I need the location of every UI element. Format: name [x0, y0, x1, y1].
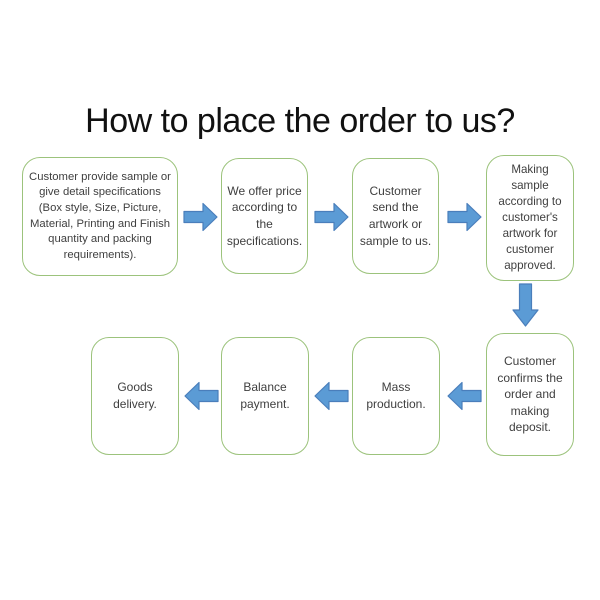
flow-step-2-label: We offer price according to the specific… [226, 183, 303, 248]
arrow-left-2-icon [314, 381, 349, 411]
flow-step-5-label: Customer confirms the order and making d… [497, 354, 563, 435]
arrow-left-3-icon [184, 381, 219, 411]
arrow-down-icon [512, 283, 539, 327]
arrow-left-1-icon [447, 381, 482, 411]
flow-step-1-label: Customer provide sample or give detail s… [29, 170, 171, 261]
flow-step-5-confirm-order: Customer confirms the order and making d… [486, 333, 574, 456]
flow-step-4-label: Making sample according to customer's ar… [498, 163, 562, 272]
arrow-right-1-icon [183, 202, 218, 232]
flow-step-8-goods-delivery: Goods delivery. [91, 337, 179, 455]
flow-step-4-making-sample: Making sample according to customer's ar… [486, 155, 574, 281]
flow-step-3-label: Customer send the artwork or sample to u… [359, 183, 432, 248]
flow-step-6-label: Mass production. [366, 380, 426, 411]
flow-step-7-label: Balance payment. [240, 380, 290, 411]
flow-step-3-send-artwork: Customer send the artwork or sample to u… [352, 158, 439, 274]
flow-step-8-label: Goods delivery. [113, 380, 157, 411]
flow-step-6-mass-production: Mass production. [352, 337, 440, 455]
flow-step-2-offer-price: We offer price according to the specific… [221, 158, 308, 274]
flow-step-1-specifications: Customer provide sample or give detail s… [22, 157, 178, 276]
arrow-right-3-icon [447, 202, 482, 232]
flow-step-7-balance-payment: Balance payment. [221, 337, 309, 455]
page-title: How to place the order to us? [85, 102, 515, 140]
arrow-right-2-icon [314, 202, 349, 232]
